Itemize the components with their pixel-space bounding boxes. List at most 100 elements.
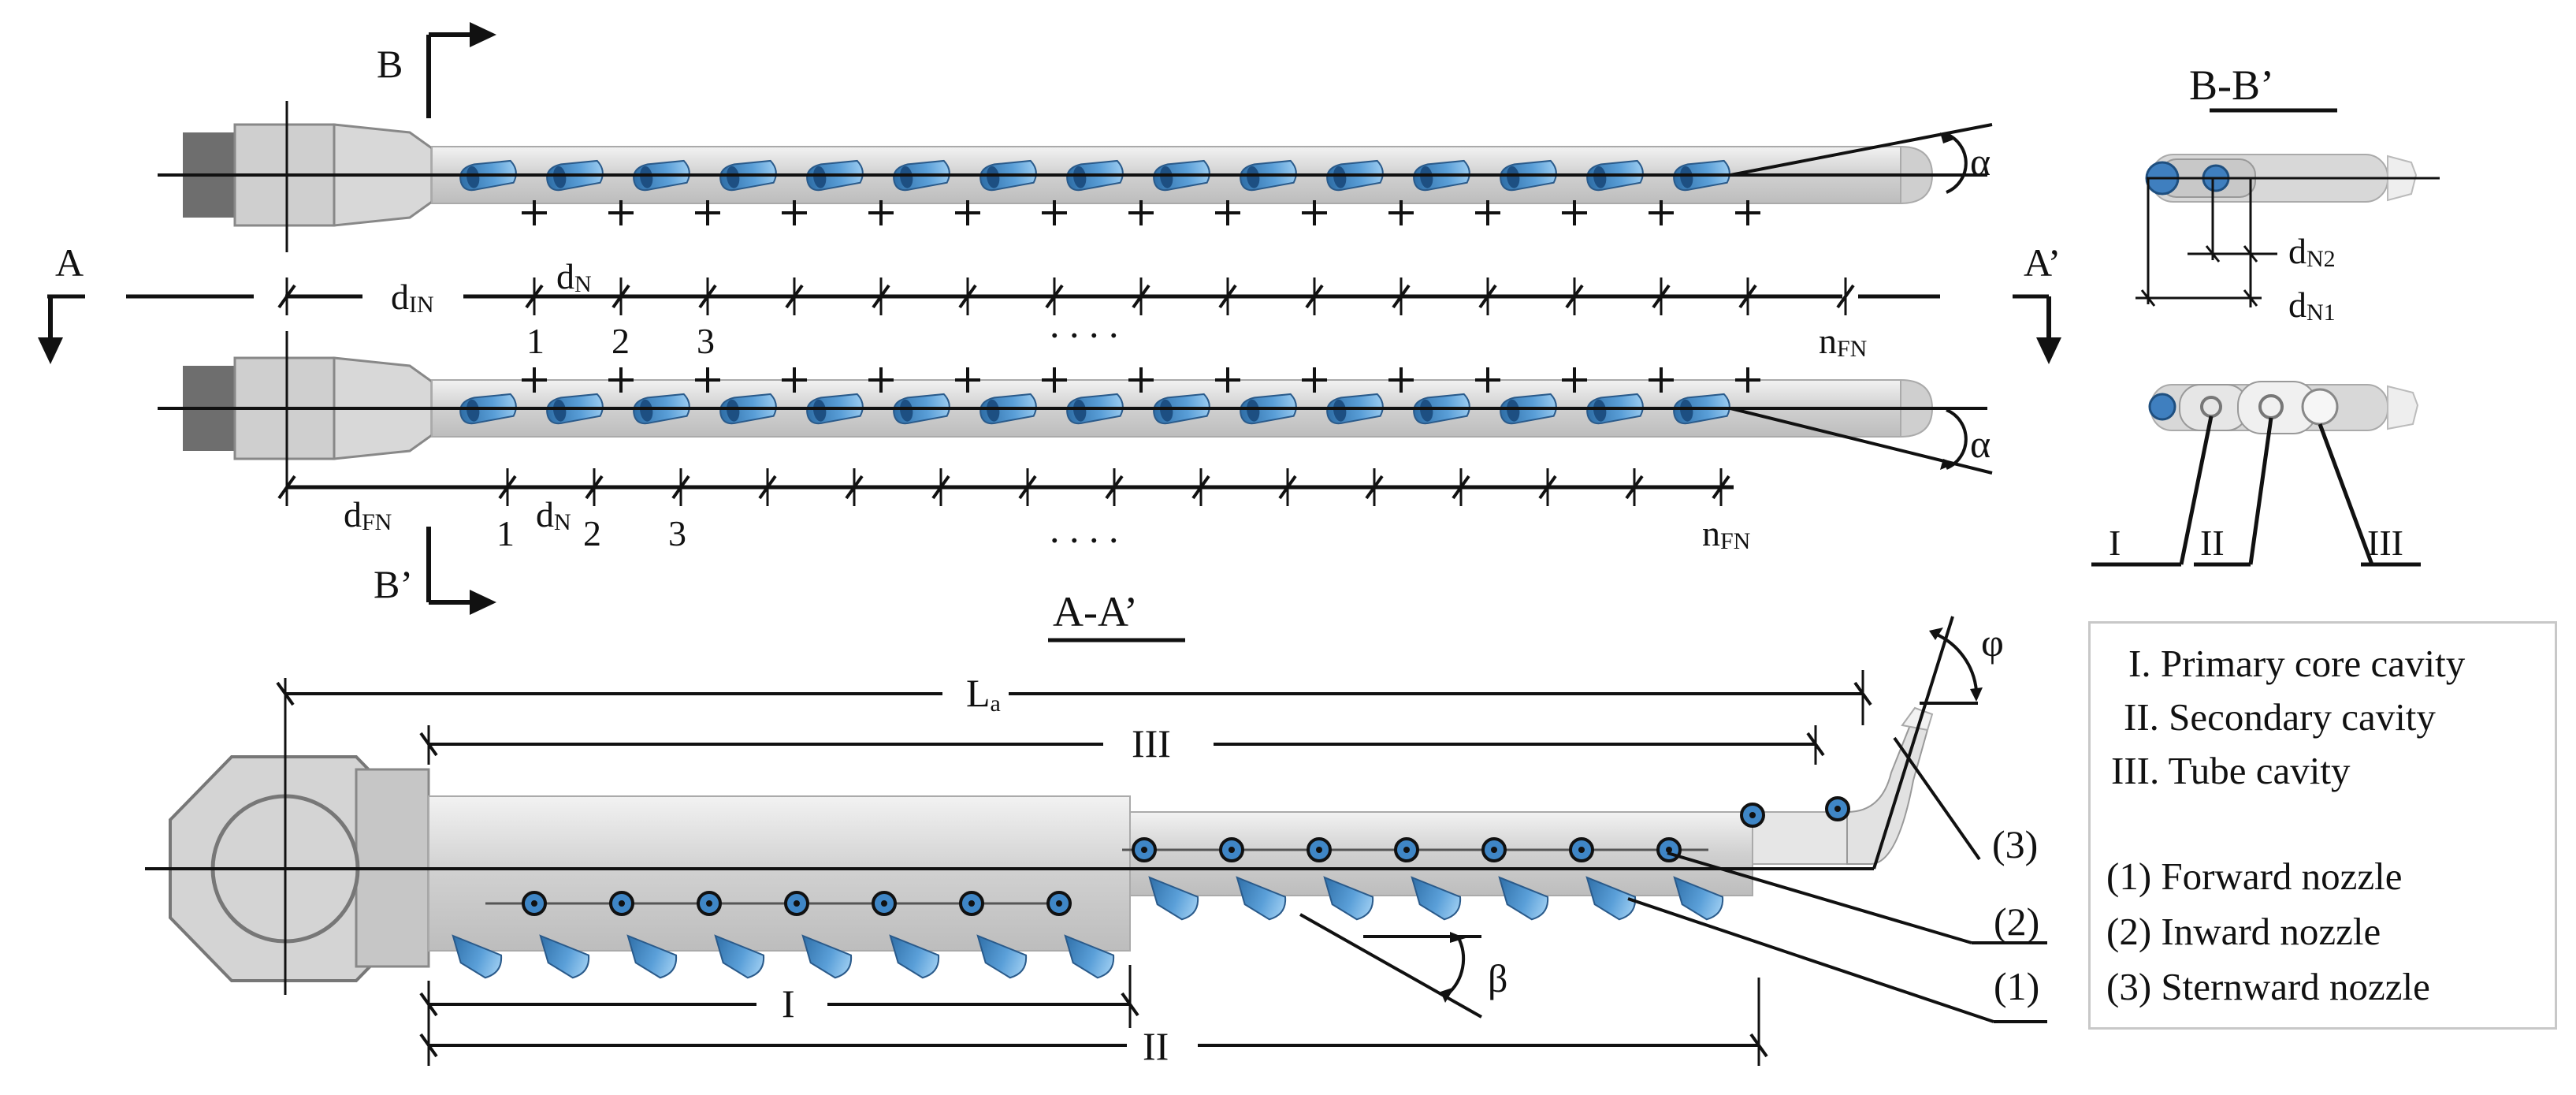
inward-nozzle-center	[1666, 847, 1672, 853]
dimension-slash	[1132, 284, 1150, 309]
segment-ii-label: II	[1143, 1024, 1169, 1068]
forward-nozzle-icon	[1673, 876, 1724, 921]
inward-nozzle-center	[706, 900, 712, 907]
callout-3: (3)	[1992, 822, 2038, 866]
nozzle-outlet-icon	[1333, 166, 1347, 188]
dimension-slash	[1625, 475, 1644, 500]
end-label-upper: nFN	[1819, 321, 1867, 362]
callout-2: (2)	[1994, 899, 2039, 944]
dimension-row-upper: A A’ dIN dN 1 2 3 . . . . nFN	[38, 240, 2061, 364]
sternward-nozzle-center	[1834, 806, 1841, 812]
dimension-slash	[1452, 475, 1470, 500]
cavity-label-iii: III	[2367, 523, 2403, 563]
forward-nozzle-icon	[801, 934, 853, 979]
dimension-ticks-lower	[277, 468, 1730, 506]
dimension-slash	[1045, 284, 1064, 309]
inward-nozzle-center	[1229, 847, 1235, 853]
dimension-slash	[671, 475, 690, 500]
legend-item-tube-cavity: III. Tube cavity	[2111, 749, 2351, 792]
dim-n-label-lower: dN	[536, 494, 571, 535]
nozzle-outlet-icon	[1680, 399, 1693, 422]
nozzle-outlet-icon	[1420, 399, 1433, 422]
legend-item-primary-core-cavity: I. Primary core cavity	[2128, 642, 2466, 685]
nozzle-outlet-icon	[1593, 399, 1607, 422]
dimension-slash	[1738, 284, 1757, 309]
nozzle-outlet-icon	[987, 399, 1000, 422]
inward-nozzle-center	[968, 900, 975, 907]
dimension-slash	[611, 284, 630, 309]
dimension-slash	[585, 475, 604, 500]
legend-box: I. Primary core cavity II. Secondary cav…	[2088, 621, 2557, 1030]
section-aa-view: A-A’ φ β La	[145, 588, 2047, 1068]
nozzle-outlet-icon	[467, 399, 480, 422]
section-marker-b-prime: B’	[374, 562, 413, 606]
ellipsis-lower: . . . .	[1050, 507, 1119, 551]
inward-nozzles	[485, 796, 1850, 916]
legend-item-secondary-cavity: II. Secondary cavity	[2124, 695, 2436, 739]
segment-iii-label: III	[1132, 721, 1171, 765]
nozzle-outlet-icon	[900, 166, 913, 188]
inward-nozzle-center	[881, 900, 887, 907]
dimension-slash	[1652, 284, 1671, 309]
legend-item-forward-nozzle: (1) Forward nozzle	[2106, 855, 2403, 898]
dimension-slash	[1392, 284, 1411, 309]
forward-nozzle-icon	[1064, 934, 1115, 979]
top-view-lower: α	[158, 331, 1993, 486]
callout-1: (1)	[1994, 964, 2039, 1008]
dimension-slash	[498, 475, 517, 500]
index-1-upper: 1	[526, 321, 545, 361]
index-1-lower: 1	[496, 513, 515, 553]
nozzle-outlet-icon	[1073, 166, 1087, 188]
dimension-slash	[1565, 284, 1584, 309]
section-marker-a-prime: A’	[2024, 240, 2061, 285]
angle-alpha-lower: α	[1970, 422, 1991, 466]
legend-item-sternward-nozzle: (3) Sternward nozzle	[2106, 965, 2430, 1008]
nozzle-outlet-icon	[640, 399, 653, 422]
inward-nozzle-center	[619, 900, 625, 907]
section-marker-a: A	[55, 240, 84, 285]
nozzle-outlet-icon	[987, 166, 1000, 188]
dimension-slash	[525, 284, 544, 309]
nozzle-outlet-icon	[813, 399, 827, 422]
forward-nozzle-icon	[1498, 876, 1549, 921]
segment-i-label: I	[782, 981, 795, 1026]
dimension-slash	[958, 284, 977, 309]
forward-nozzle-icon	[976, 934, 1028, 979]
inward-nozzle-center	[1578, 847, 1585, 853]
dimension-slash	[845, 475, 864, 500]
nozzle-outlet-icon	[1160, 166, 1173, 188]
dimension-slash	[1105, 475, 1124, 500]
dimension-row-lower: dFN dN 1 2 3 . . . . nFN	[277, 468, 1750, 554]
cavity-label-i: I	[2109, 523, 2121, 563]
nozzle-outlet-icon	[1593, 166, 1607, 188]
section-bb-view: B-B’ dN2 dN1 I II III	[2091, 61, 2440, 567]
dimension-slash	[1478, 284, 1497, 309]
nozzle-outlet-icon	[727, 166, 740, 188]
inward-nozzle-center	[1403, 847, 1410, 853]
dimension-slash	[277, 284, 296, 309]
forward-nozzles-primary	[452, 934, 1115, 979]
nozzle-outlet-icon	[1073, 399, 1087, 422]
forward-nozzles-secondary	[1148, 876, 1724, 921]
nozzle-outlet-icon	[1507, 166, 1520, 188]
angle-phi: φ	[1981, 620, 2004, 665]
index-2-upper: 2	[611, 321, 630, 361]
cavity-label-ii: II	[2200, 523, 2225, 563]
top-view-upper: α	[158, 101, 1993, 252]
legend-item-inward-nozzle: (2) Inward nozzle	[2106, 910, 2381, 953]
nozzle-outlet-icon	[727, 399, 740, 422]
dimension-slash	[785, 284, 804, 309]
forward-nozzle-icon	[1148, 876, 1199, 921]
inward-nozzle-center	[1491, 847, 1497, 853]
index-3-upper: 3	[697, 321, 715, 361]
inward-nozzle-center	[531, 900, 537, 907]
dimension-slash	[1278, 475, 1297, 500]
nozzle-center-marks-upper	[522, 200, 1760, 225]
dimension-slash	[1365, 475, 1384, 500]
dimension-slash	[1836, 284, 1855, 309]
dimension-slash	[1018, 475, 1037, 500]
dimension-slash	[931, 475, 950, 500]
dimension-slash	[277, 475, 296, 500]
inward-nozzle-center	[1141, 847, 1147, 853]
